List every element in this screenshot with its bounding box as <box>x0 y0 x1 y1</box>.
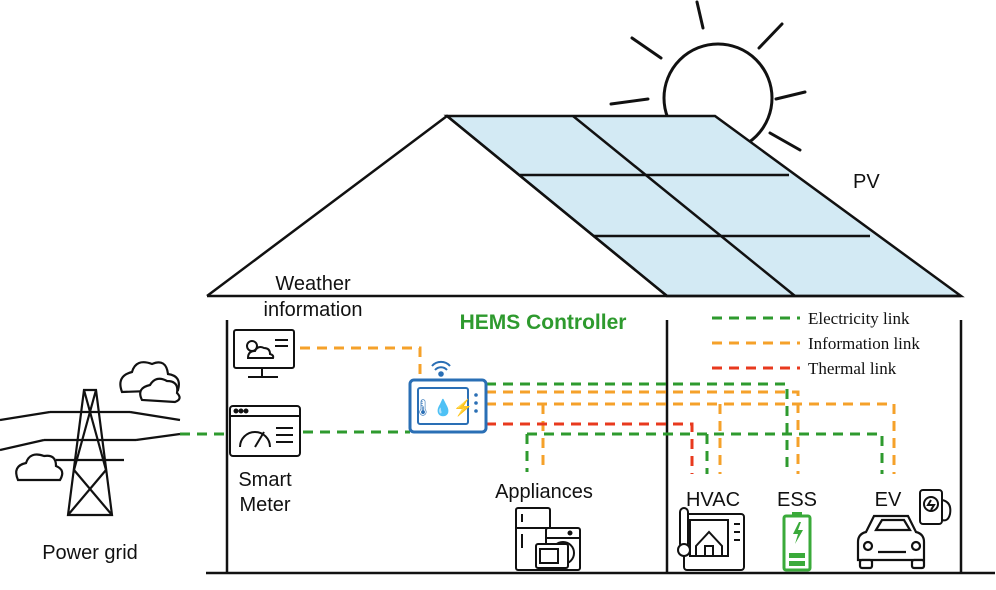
thermostat-icon <box>677 507 745 571</box>
information-links <box>300 346 896 474</box>
electricity-links <box>180 382 884 474</box>
car-icon <box>856 514 926 570</box>
power-grid-label: Power grid <box>42 542 138 564</box>
ess-label: ESS <box>777 489 817 511</box>
pv-label: PV <box>853 171 880 193</box>
house-outline <box>206 114 995 575</box>
smart-meter-label-line1: Smart <box>238 469 292 491</box>
weather-monitor-icon <box>233 329 295 378</box>
microwave-icon <box>535 543 569 569</box>
weather-label-line1: Weather <box>275 273 351 295</box>
hems-controller-label: HEMS Controller <box>460 311 627 334</box>
cloud-icon <box>15 361 181 482</box>
hvac-label: HVAC <box>686 489 740 511</box>
svg-text:🌡💧⚡: 🌡💧⚡ <box>413 398 473 417</box>
wifi-icon <box>431 360 451 377</box>
appliances-label: Appliances <box>495 481 593 503</box>
ev-label: EV <box>875 489 902 511</box>
weather-label-line2: information <box>264 299 363 321</box>
power-tower-icon <box>0 388 181 517</box>
charger-icon <box>919 489 952 525</box>
smart-meter-icon <box>229 405 301 457</box>
legend-thermal-label: Thermal link <box>808 359 897 378</box>
pv-panels <box>443 114 965 298</box>
hems-controller-icon: 🌡💧⚡ <box>408 378 488 434</box>
legend-electricity-label: Electricity link <box>808 309 910 328</box>
smart-meter-label-line2: Meter <box>239 494 290 516</box>
battery-icon <box>782 512 812 572</box>
thermal-links <box>486 422 694 474</box>
legend: Electricity link Information link Therma… <box>712 309 920 378</box>
legend-information-label: Information link <box>808 334 920 353</box>
